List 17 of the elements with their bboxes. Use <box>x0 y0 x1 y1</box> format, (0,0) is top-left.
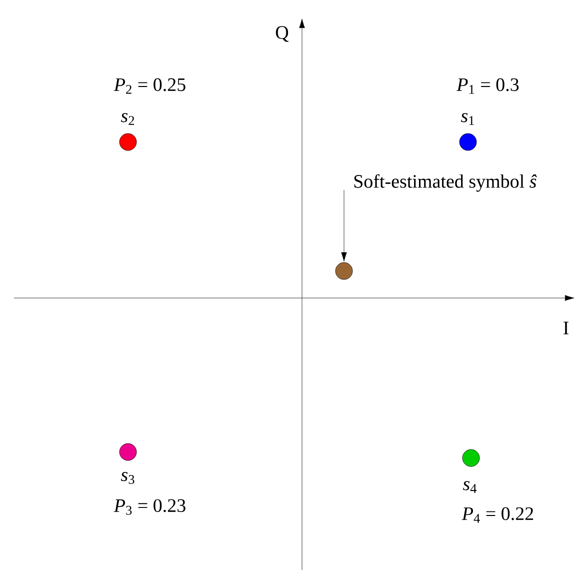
arrow <box>341 190 347 262</box>
symbol-label: s$_{3}$ <box>120 472 134 484</box>
symbol-label: s$_{1}$ <box>460 113 474 125</box>
constellation-point <box>459 133 477 151</box>
axis-label: I <box>564 322 568 334</box>
annotation-text: Soft-estimated symbol ŝ <box>354 174 537 192</box>
probability-label: P$_{1}$ = 0.3 <box>456 78 519 94</box>
constellation-point <box>119 133 137 151</box>
symbol-label: s$_{2}$ <box>120 113 134 125</box>
axis-label: Q <box>276 26 289 42</box>
constellation-point <box>462 449 480 467</box>
constellation-point <box>119 443 137 461</box>
symbol-label: s$_{4}$ <box>462 481 477 493</box>
probability-label: P$_{4}$ = 0.22 <box>462 507 534 523</box>
constellation-point <box>335 262 353 280</box>
probability-label: P$_{3}$ = 0.23 <box>114 499 186 515</box>
probability-label: P$_{2}$ = 0.25 <box>114 78 186 94</box>
